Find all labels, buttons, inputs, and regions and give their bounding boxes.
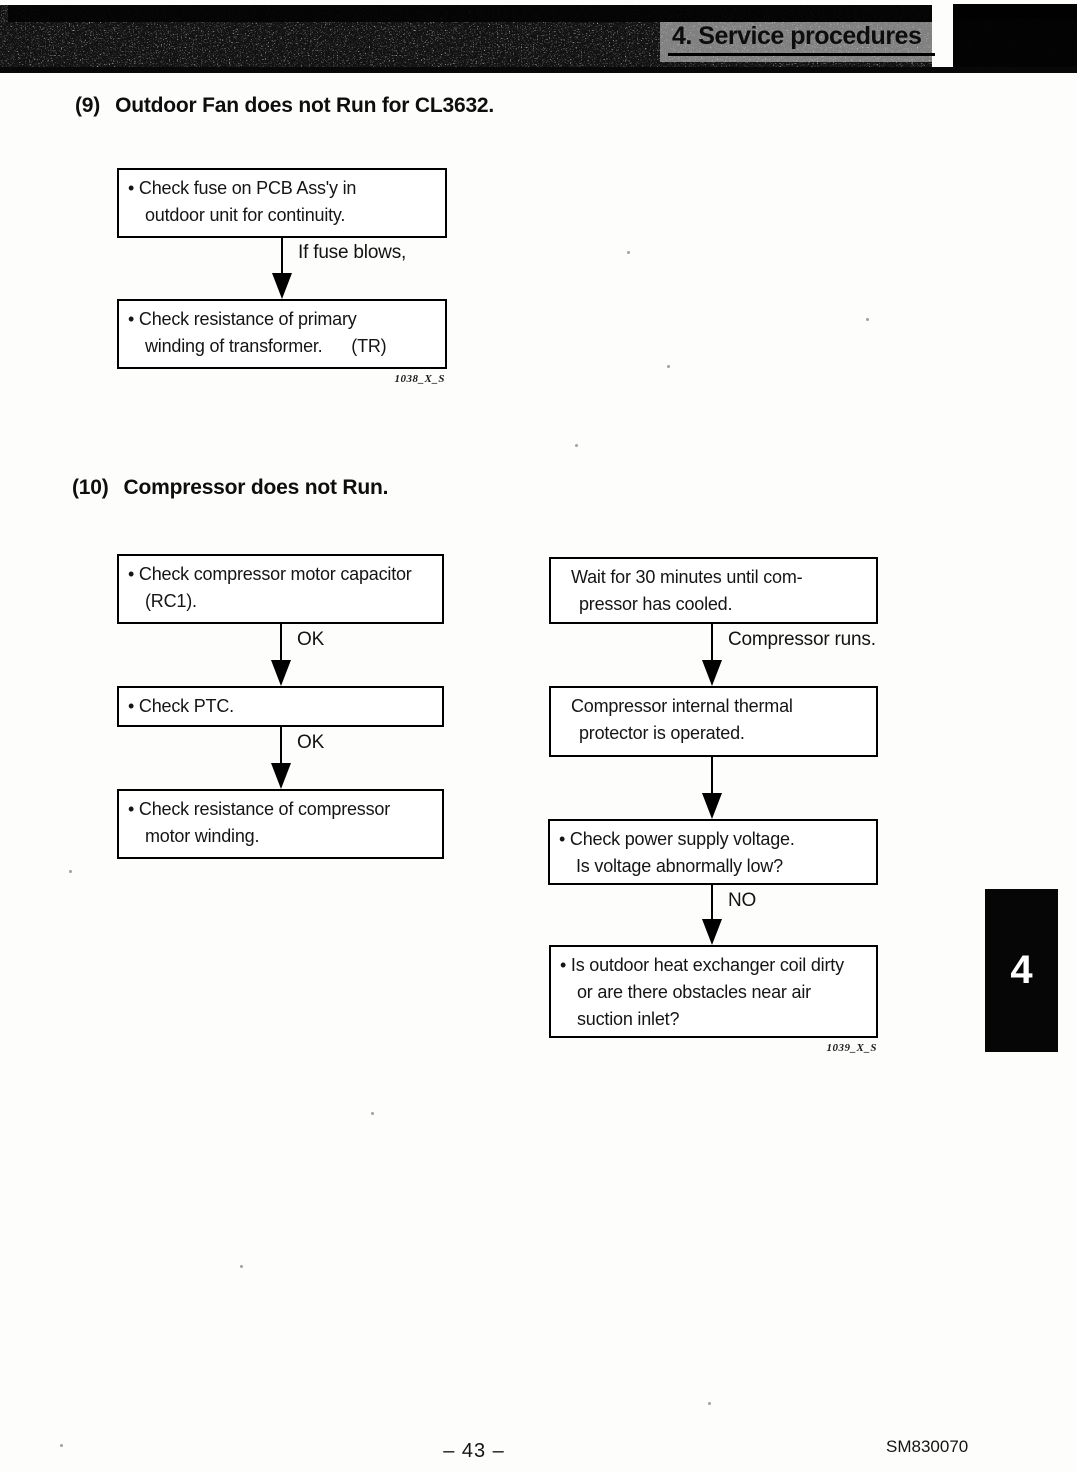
chapter-header-title: 4. Service procedures [668, 22, 936, 56]
flow-box-line: or are there obstacles near air [577, 982, 811, 1002]
flow-box-line: suction inlet? [577, 1009, 680, 1029]
flow-arrow-label: OK [297, 629, 325, 650]
scan-speck [575, 444, 578, 447]
flow-box-line: Compressor internal thermal [571, 696, 793, 716]
flow-box-line: motor winding. [145, 826, 260, 846]
arrow-head-icon [702, 793, 722, 819]
flow-box-line: protector is operated. [579, 723, 745, 743]
flow-box-line: • Check PTC. [128, 696, 234, 716]
flow-box-check-transformer: • Check resistance of primary winding of… [117, 299, 447, 369]
flow-box-line: winding of transformer. (TR) [145, 336, 387, 356]
section-10-number: (10) [72, 476, 109, 499]
arrow-head-icon [271, 660, 291, 686]
scan-speck [240, 1265, 243, 1268]
arrow-stem [711, 757, 713, 793]
section-9-number: (9) [75, 94, 101, 117]
flow-box-line: • Check resistance of primary [128, 309, 357, 329]
scan-speck [667, 365, 670, 368]
figure-caption-1038: 1038_X_S [394, 373, 445, 385]
arrow-head-icon [702, 919, 722, 945]
flow-box-line: • Check compressor motor capacitor [128, 564, 412, 584]
arrow-stem [280, 727, 282, 763]
flow-box-line: • Is outdoor heat exchanger coil dirty [560, 955, 844, 975]
chapter-tab: 4 [985, 889, 1058, 1052]
scan-speck [371, 1112, 374, 1115]
flow-box-line: • Check resistance of compressor [128, 799, 391, 819]
page-number: – 43 – [443, 1440, 505, 1462]
scan-speck [708, 1402, 711, 1405]
flow-box-check-ptc: • Check PTC. [117, 686, 444, 727]
arrow-head-icon [271, 763, 291, 789]
flow-box-heat-exchanger: • Is outdoor heat exchanger coil dirty o… [549, 945, 878, 1038]
arrow-head-icon [272, 273, 292, 299]
scan-speck [627, 251, 630, 254]
flow-box-check-fuse: • Check fuse on PCB Ass'y in outdoor uni… [117, 168, 447, 238]
flow-box-line: • Check power supply voltage. [559, 829, 795, 849]
flow-arrow-no: NO [701, 885, 756, 945]
flow-box-check-capacitor: • Check compressor motor capacitor (RC1)… [117, 554, 444, 624]
flow-box-line: (RC1). [145, 591, 197, 611]
section-9-heading: (9) Outdoor Fan does not Run for CL3632. [75, 94, 494, 118]
flow-arrow-label: Compressor runs. [728, 629, 876, 650]
flow-arrow-label: If fuse blows, [298, 242, 407, 263]
arrow-stem [711, 885, 713, 919]
arrow-stem [280, 624, 282, 660]
arrow-head-icon [702, 660, 722, 686]
flow-arrow-ptc-ok: OK [270, 727, 324, 789]
section-10-title: Compressor does not Run. [123, 476, 389, 499]
scan-speck [69, 870, 72, 873]
arrow-stem [281, 237, 283, 273]
flow-box-check-motor-winding: • Check resistance of compressor motor w… [117, 789, 444, 859]
scan-speck [60, 1444, 63, 1447]
flow-box-wait-cooldown: Wait for 30 minutes until com- pressor h… [549, 557, 878, 624]
flow-arrow-capacitor-ok: OK [270, 624, 324, 686]
chapter-tab-number: 4 [1010, 948, 1033, 992]
flow-arrow-fuse-blows: If fuse blows, [271, 237, 406, 299]
figure-caption-1039: 1039_X_S [826, 1042, 877, 1054]
flow-box-line: Wait for 30 minutes until com- [571, 567, 803, 587]
flow-arrow-label: NO [728, 890, 757, 911]
section-9-title: Outdoor Fan does not Run for CL3632. [115, 94, 495, 117]
flow-box-thermal-protector: Compressor internal thermal protector is… [549, 686, 878, 757]
flow-arrow-unlabeled [701, 757, 723, 819]
section-10-heading: (10) Compressor does not Run. [72, 476, 388, 500]
scan-speck [866, 318, 869, 321]
flow-box-line: • Check fuse on PCB Ass'y in [128, 178, 357, 198]
arrow-stem [711, 624, 713, 660]
flow-box-line: pressor has cooled. [579, 594, 733, 614]
flow-box-line: Is voltage abnormally low? [576, 856, 783, 876]
flow-arrow-label: OK [297, 732, 325, 753]
flow-arrow-compressor-runs: Compressor runs. [701, 624, 876, 686]
document-code: SM830070 [886, 1437, 969, 1456]
flow-box-check-voltage: • Check power supply voltage. Is voltage… [548, 819, 878, 885]
flow-box-line: outdoor unit for continuity. [145, 205, 346, 225]
